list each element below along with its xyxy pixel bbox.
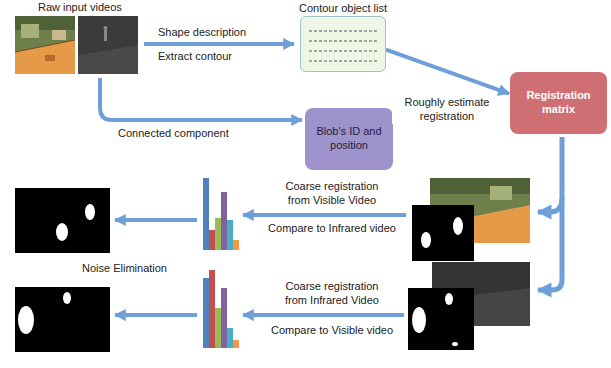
list-title: Contour object list — [299, 2, 387, 16]
edge-label: Roughly estimate registration — [392, 96, 502, 124]
dash-line — [309, 51, 377, 52]
flow-arrow — [144, 42, 294, 46]
dash-line — [309, 61, 377, 62]
dash-line — [309, 41, 377, 42]
dash-lines — [301, 17, 387, 73]
annotation-text: Coarse registration from Infrared Video — [276, 280, 388, 308]
dash-line — [309, 31, 377, 32]
annotation-text: Extract contour — [158, 50, 278, 64]
flow-arrow — [243, 213, 406, 217]
visible-thumbnail — [15, 16, 75, 74]
infrared-registered-image — [408, 262, 530, 350]
flow-arrow — [115, 218, 197, 222]
annotation-text: Noise Elimination — [82, 262, 202, 276]
list-box: Contour object list — [300, 16, 386, 72]
flow-arrow — [538, 198, 562, 212]
annotation-text: Compare to Visible video — [262, 324, 402, 338]
box-label: Blob's ID and position — [311, 125, 387, 153]
flow-arrow — [100, 78, 302, 120]
matrix-box: Registration matrix — [510, 72, 607, 134]
flow-arrow — [115, 313, 197, 317]
annotation-text: Raw input videos — [38, 1, 148, 15]
flow-arrow — [243, 313, 404, 317]
foreground-mask — [15, 188, 110, 253]
box-label: Registration matrix — [516, 89, 601, 117]
histogram — [203, 270, 239, 348]
annotation-text: Connected component — [118, 127, 268, 141]
annotation-text: Shape description — [158, 26, 278, 40]
flow-connector — [386, 50, 509, 94]
annotation-text: Compare to Infrared video — [262, 222, 402, 236]
histogram — [203, 178, 239, 250]
flow-arrow — [538, 137, 562, 290]
data-box: Blob's ID and position — [305, 108, 393, 170]
annotation-text: Coarse registration from Visible Video — [276, 180, 388, 208]
infrared-thumbnail — [78, 16, 138, 74]
foreground-mask — [15, 287, 110, 352]
visible-registered-image — [412, 178, 530, 261]
